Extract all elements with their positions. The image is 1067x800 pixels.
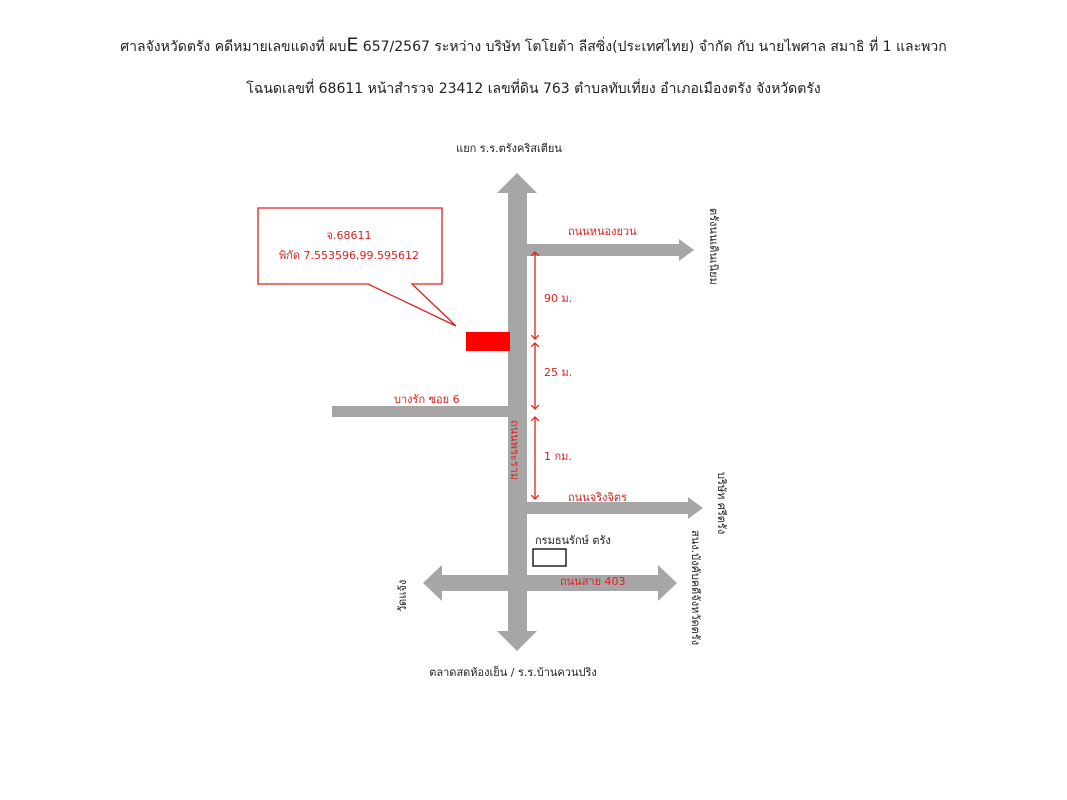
header-line-1-letter: E	[346, 34, 359, 56]
road-bottom-label: ถนนสาย 403	[560, 575, 626, 588]
landmark-box	[532, 548, 567, 567]
road-left-branch	[332, 406, 508, 417]
north-arrowhead	[497, 173, 537, 193]
distance-label-1: 90 ม.	[544, 292, 572, 305]
road-top-destination-label: ตรังนนเดินเนิยม	[707, 208, 720, 285]
road-mid-label: ถนนจริงจิตร	[568, 491, 627, 504]
south-destination-label: ตลาดสดห้องเย็น / ร.ร.บ้านควนปริง	[429, 665, 597, 679]
distance-label-2: 25 ม.	[544, 366, 572, 379]
road-bottom-arrowhead-east	[658, 565, 677, 601]
callout-deed: จ.68611	[327, 229, 372, 242]
road-bottom-arrowhead-west	[423, 565, 442, 601]
header-line-1-pre: ศาลจังหวัดตรัง คดีหมายเลขแดงที่ ผบ	[120, 39, 347, 55]
road-top-label: ถนนหนองยวน	[568, 225, 637, 238]
target-parcel	[466, 332, 510, 351]
header-line-1: ศาลจังหวัดตรัง คดีหมายเลขแดงที่ ผบE 657/…	[0, 34, 1067, 58]
road-mid-arrowhead	[688, 497, 703, 519]
road-mid-branch	[527, 502, 688, 514]
callout-coordinates: พิกัด 7.553596,99.595612	[279, 249, 419, 262]
header-line-2: โฉนดเลขที่ 68611 หน้าสำรวจ 23412 เลขที่ด…	[246, 81, 821, 97]
callout-bubble	[257, 207, 457, 327]
main-road-label: ถนนพระราม	[508, 420, 521, 480]
main-road	[508, 192, 527, 632]
road-top-branch	[527, 244, 679, 256]
road-mid-destination-label: บริษัท ศรีตรัง	[715, 472, 728, 534]
west-destination-label: วัดแจ้ง	[396, 580, 409, 612]
north-destination-label: แยก ร.ร.ตรังคริสเตียน	[456, 142, 562, 155]
distance-label-3: 1 กม.	[544, 450, 572, 463]
road-top-arrowhead	[679, 239, 694, 261]
header-line-1-post: 657/2567 ระหว่าง บริษัท โตโยต้า ลีสซิ่ง(…	[358, 39, 947, 55]
road-bottom-cross	[441, 575, 659, 591]
landmark-label: กรมธนรักษ์ ตรัง	[535, 534, 611, 547]
south-arrowhead	[497, 631, 537, 651]
road-left-label: บางรัก ซอย 6	[394, 393, 460, 406]
road-bottom-destination-label: สนง.บังคับคดีจังหวัดตรัง	[689, 530, 702, 645]
